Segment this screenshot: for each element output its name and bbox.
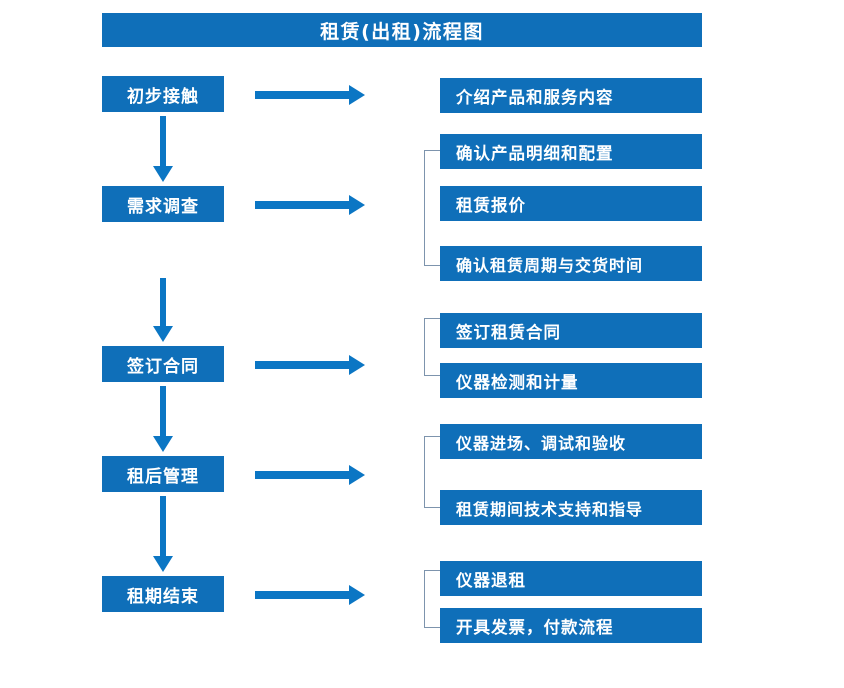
stage-label-4: 租后管理 <box>127 466 199 487</box>
detail-box-8[interactable]: 租赁期间技术支持和指导 <box>440 490 702 525</box>
group-bracket-icon-1 <box>424 150 440 266</box>
detail-label-8: 租赁期间技术支持和指导 <box>456 499 644 519</box>
detail-label-5: 签订租赁合同 <box>456 322 561 342</box>
group-bracket-icon-4 <box>424 570 440 628</box>
detail-box-10[interactable]: 开具发票，付款流程 <box>440 608 702 643</box>
stage-box-2[interactable]: 需求调查 <box>102 186 224 222</box>
detail-label-2: 确认产品明细和配置 <box>456 143 614 163</box>
detail-label-3: 租赁报价 <box>456 195 526 215</box>
down-arrow-icon-2 <box>153 278 173 342</box>
detail-label-7: 仪器进场、调试和验收 <box>456 433 627 453</box>
stage-label-2: 需求调查 <box>127 196 199 217</box>
right-arrow-icon-4 <box>255 465 365 485</box>
right-arrow-icon-5 <box>255 585 365 605</box>
stage-box-3[interactable]: 签订合同 <box>102 346 224 382</box>
detail-box-6[interactable]: 仪器检测和计量 <box>440 363 702 398</box>
right-arrow-icon-2 <box>255 195 365 215</box>
detail-label-6: 仪器检测和计量 <box>456 372 579 392</box>
stage-box-5[interactable]: 租期结束 <box>102 576 224 612</box>
group-bracket-icon-2 <box>424 318 440 376</box>
down-arrow-icon-4 <box>153 496 173 572</box>
detail-label-9: 仪器退租 <box>456 570 526 590</box>
detail-box-3[interactable]: 租赁报价 <box>440 186 702 221</box>
detail-box-1[interactable]: 介绍产品和服务内容 <box>440 78 702 113</box>
detail-label-4: 确认租赁周期与交货时间 <box>456 255 644 275</box>
detail-box-9[interactable]: 仪器退租 <box>440 561 702 596</box>
stage-label-1: 初步接触 <box>127 86 199 107</box>
down-arrow-icon-1 <box>153 116 173 182</box>
stage-label-5: 租期结束 <box>127 586 199 607</box>
diagram-title: 租赁(出租)流程图 <box>102 13 702 47</box>
detail-box-5[interactable]: 签订租赁合同 <box>440 313 702 348</box>
detail-box-7[interactable]: 仪器进场、调试和验收 <box>440 424 702 459</box>
detail-box-4[interactable]: 确认租赁周期与交货时间 <box>440 246 702 281</box>
stage-box-1[interactable]: 初步接触 <box>102 76 224 112</box>
stage-box-4[interactable]: 租后管理 <box>102 456 224 492</box>
detail-label-1: 介绍产品和服务内容 <box>456 87 614 107</box>
right-arrow-icon-3 <box>255 355 365 375</box>
group-bracket-icon-3 <box>424 436 440 508</box>
detail-label-10: 开具发票，付款流程 <box>456 617 614 637</box>
detail-box-2[interactable]: 确认产品明细和配置 <box>440 134 702 169</box>
down-arrow-icon-3 <box>153 386 173 452</box>
stage-label-3: 签订合同 <box>127 356 199 377</box>
right-arrow-icon-1 <box>255 85 365 105</box>
